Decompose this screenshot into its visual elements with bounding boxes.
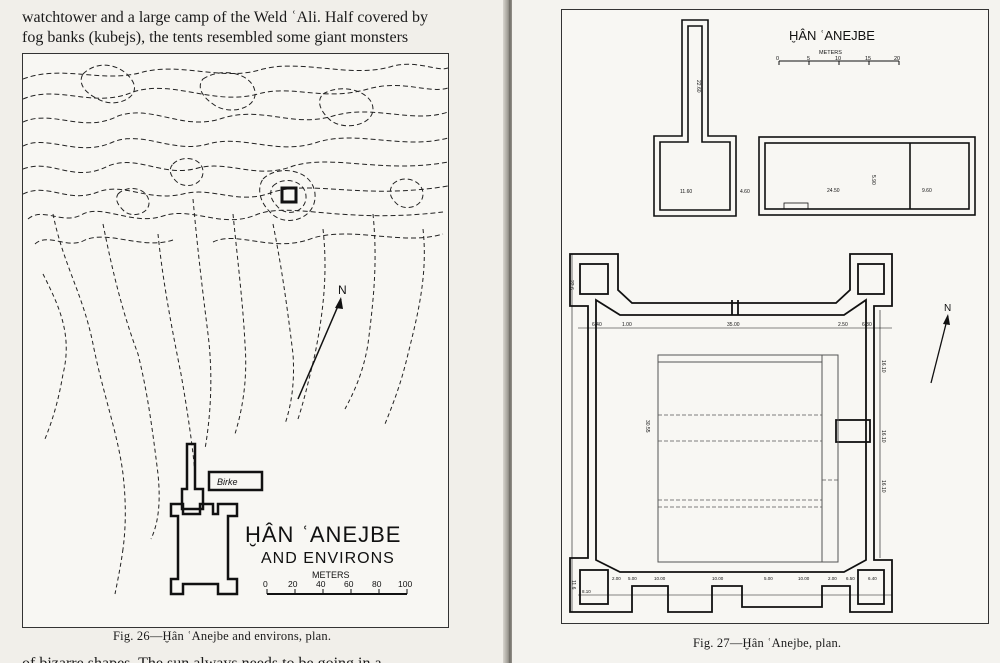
scale-tick-60: 60 [344,579,354,589]
dim-left-vert-a: 30.55 [644,420,650,433]
plan-scale-tick-0: 0 [776,56,779,62]
dim-right-vert-c: 16.10 [880,480,886,493]
plan-north-arrow: N [930,303,951,384]
scale-tick-20: 20 [288,579,298,589]
dim-birke-side: 5.90 [870,175,876,185]
plan-scale-tick-20: 20 [894,56,900,62]
dim-gap: 4.60 [740,189,750,195]
figure-27-caption: Fig. 27—Ḫân ʿAnejbe, plan. [693,636,842,650]
watchtower-plan [653,19,737,217]
dim-b6: 10.00 [798,576,810,581]
birke-pool-plan [758,136,976,216]
khan-main-plan [569,253,893,613]
contour-lines [22,63,449,245]
dim-right-vert-b: 16.10 [880,430,886,443]
text-line-2: fog banks (kubejs), the tents resembled … [22,29,409,46]
environs-map-drawing: N Birke ḪÂN ʿANEJBE AND ENVIRONS METERS … [22,63,449,596]
figure-26-caption: Fig. 26—Ḫân ʿAnejbe and environs, plan. [113,629,332,643]
dim-b8: 6.50 [846,576,855,581]
dim-col-6-40: 6.40 [592,322,602,328]
map-scale-bar: 0 20 40 60 80 100 [263,579,412,595]
plan-scale-tick-15: 15 [865,56,871,62]
plan-scale-tick-10: 10 [835,56,841,62]
left-book-page: watchtower and a large camp of the Weld … [0,0,505,663]
wadi-drainage-lines [42,198,425,595]
body-text-top: watchtower and a large camp of the Weld … [22,8,462,48]
plan-scale-label: METERS [819,50,842,56]
north-label: N [338,283,347,297]
dim-b2: 5.00 [628,576,637,581]
plan-scale-tick-5: 5 [807,56,810,62]
dim-tower-base: 11.60 [680,189,692,195]
dim-bottom-left: 8.10 [582,589,591,594]
dim-birke-right: 9.60 [922,188,932,194]
scale-tick-100: 100 [398,579,412,589]
dim-b9: 6.40 [868,576,877,581]
khan-plan-drawing: 22.60 11.60 4.60 ḪÂN ʿANEJBE METERS 0 5 … [568,19,976,613]
figure-27-plan: 22.60 11.60 4.60 ḪÂN ʿANEJBE METERS 0 5 … [561,9,989,624]
khan-location-marker [280,186,298,204]
map-scale-label: METERS [312,570,350,580]
plan-north-label: N [944,303,951,314]
dim-col-2-50: 2.50 [838,322,848,328]
dim-birke-length: 24.50 [827,188,840,194]
map-title: ḪÂN ʿANEJBE [245,522,401,547]
dim-b7: 2.00 [828,576,837,581]
dim-right-vert-a: 16.10 [880,360,886,373]
right-book-page: 22.60 11.60 4.60 ḪÂN ʿANEJBE METERS 0 5 … [512,0,1000,663]
north-arrow: N [297,283,347,400]
map-subtitle: AND ENVIRONS [261,550,395,567]
dim-b3: 10.00 [654,576,666,581]
dim-left-vert-b: 11.6 [570,580,576,590]
dim-b5: 5.00 [764,576,773,581]
text-line-1: watchtower and a large camp of the Weld … [22,9,428,26]
plan-title: ḪÂN ʿANEJBE [789,28,875,43]
body-text-bottom: of bizarre shapes. The sun always needs … [22,654,462,663]
figure-26-map: N Birke ḪÂN ʿANEJBE AND ENVIRONS METERS … [22,53,449,628]
khan-site-plan-small [169,442,264,596]
scale-tick-0: 0 [263,579,268,589]
scale-tick-80: 80 [372,579,382,589]
text-line-3: of bizarre shapes. The sun always needs … [22,654,462,663]
dim-tower-shaft: 22.60 [695,80,701,93]
dim-col-1-00: 1.00 [622,322,632,328]
plan-scale-bar: 0 5 10 15 20 [776,56,900,65]
dim-col-6-30: 6.30 [862,322,872,328]
scale-tick-40: 40 [316,579,326,589]
dim-top-left-vert: 22.6 [568,280,574,290]
dim-b1: 2.00 [612,576,621,581]
dim-b4: 10.00 [712,576,724,581]
birke-label: Birke [217,477,238,487]
dim-span-35: 35.00 [727,322,740,328]
